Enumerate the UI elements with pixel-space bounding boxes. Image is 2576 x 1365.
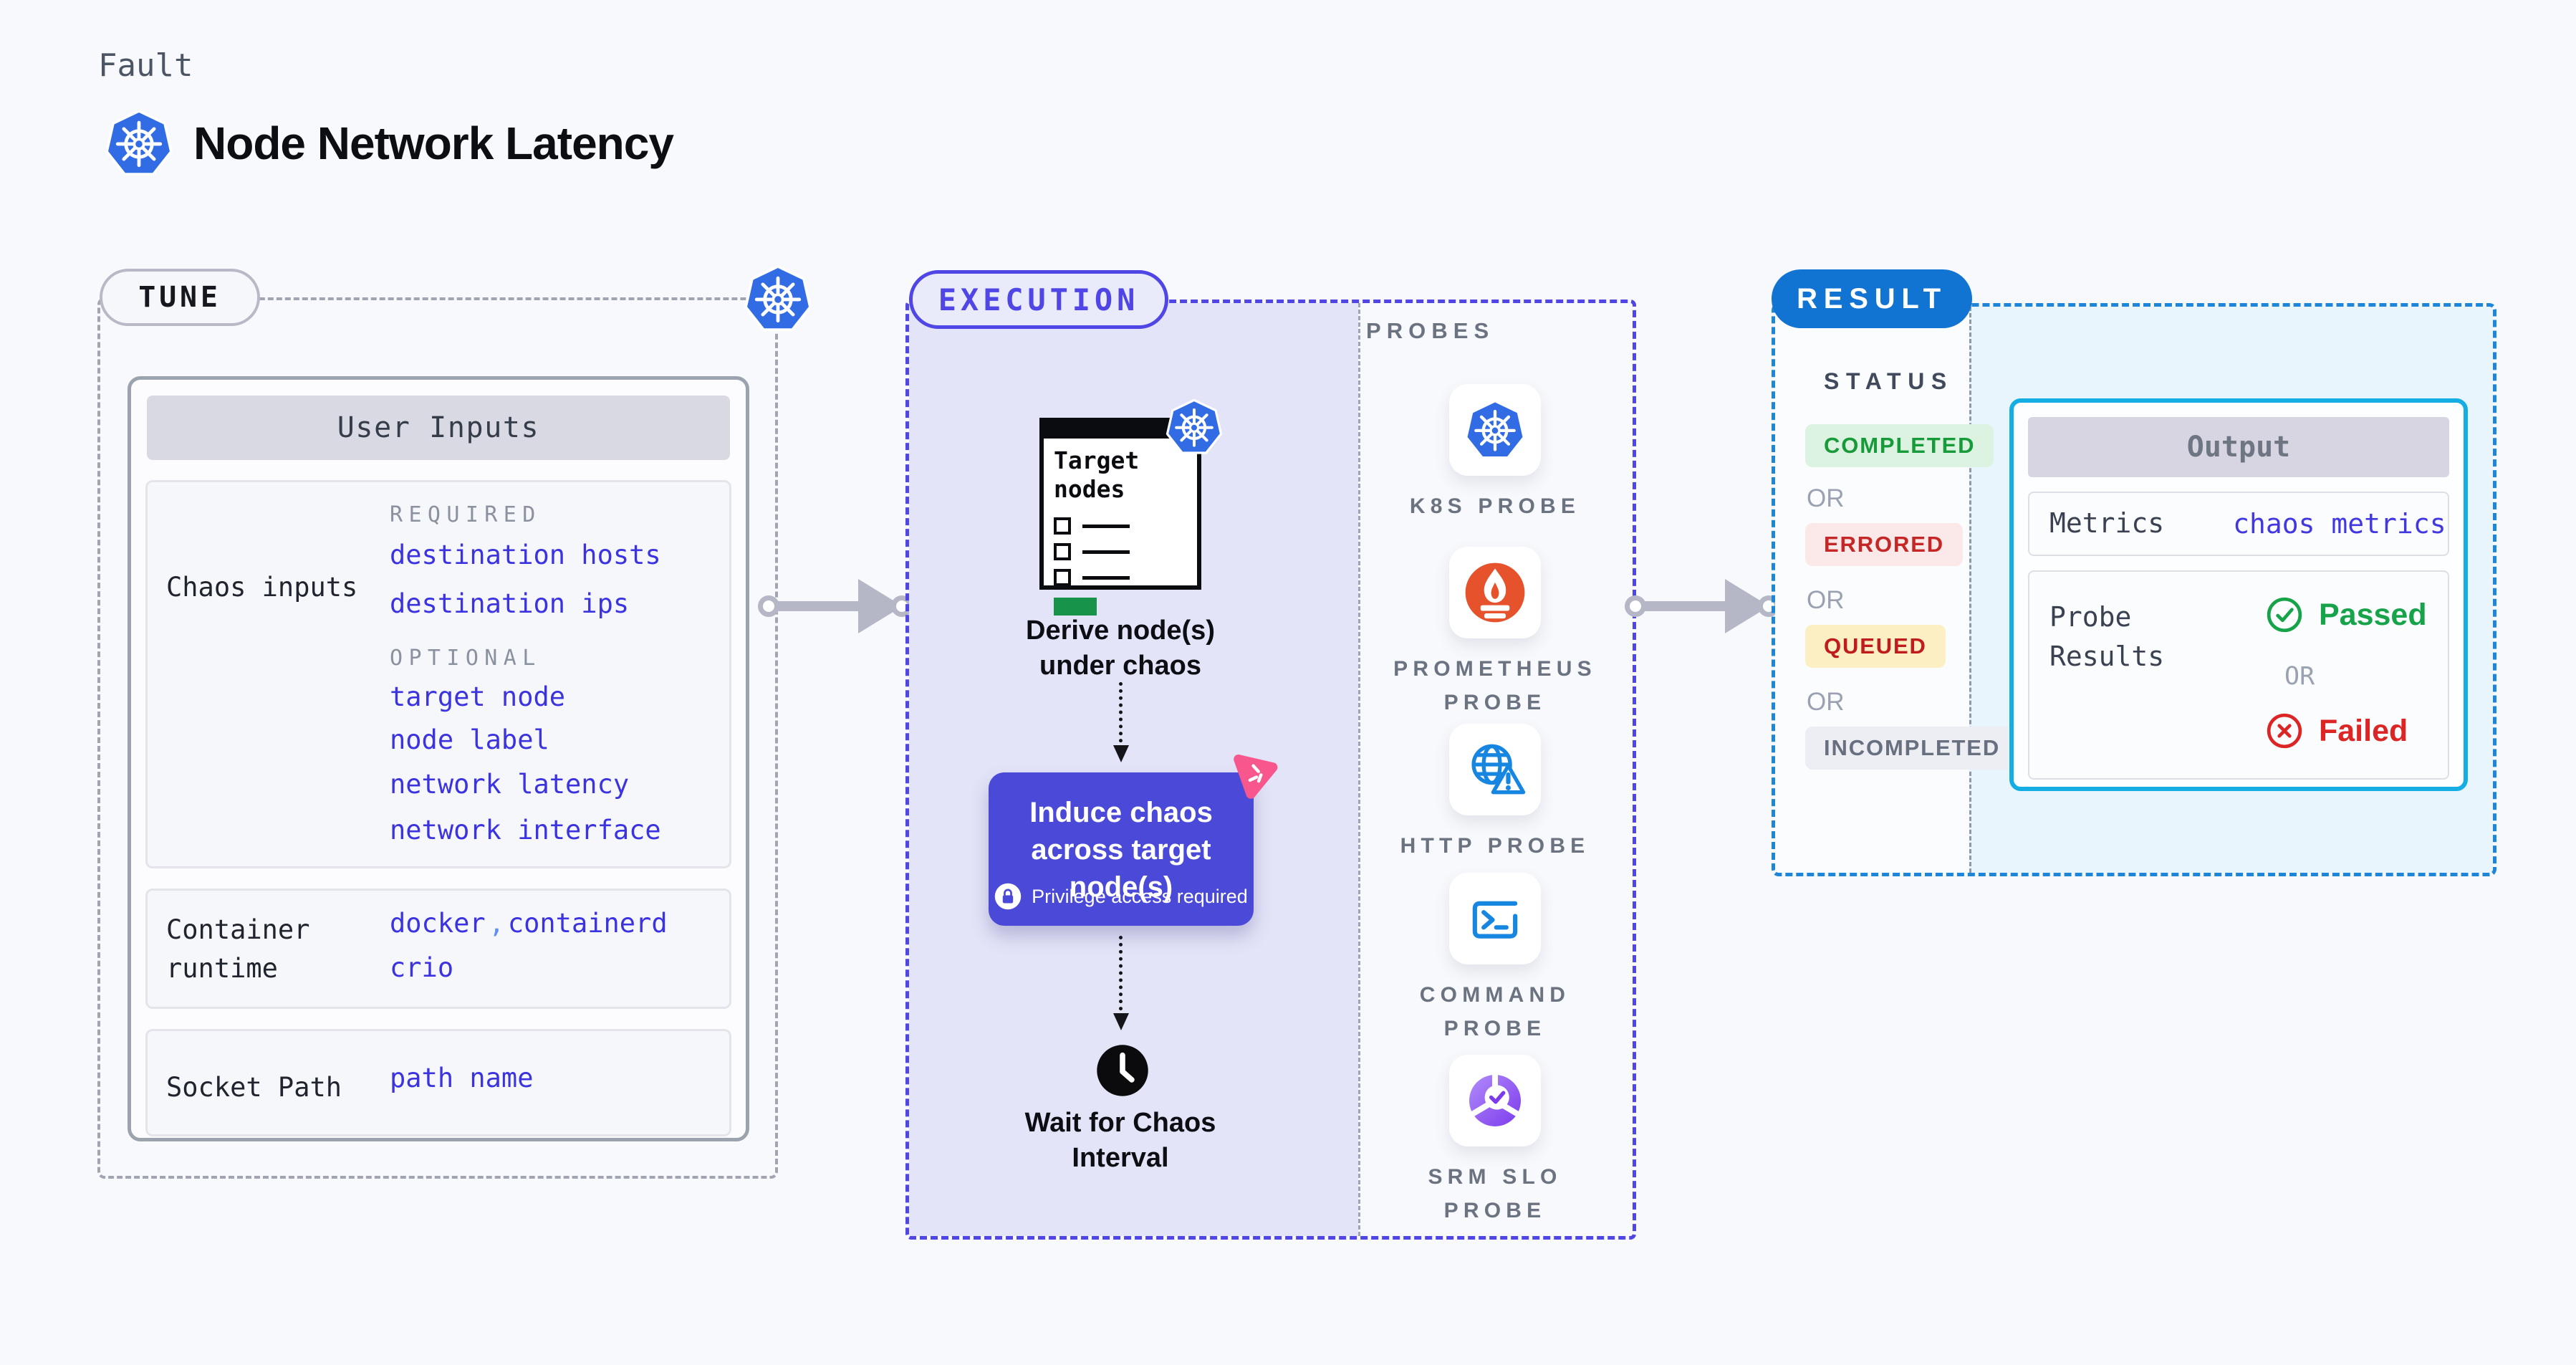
fault-eyebrow: Fault — [98, 47, 193, 84]
flow-arrow-down — [1113, 936, 1129, 1030]
tune-pill: TUNE — [100, 269, 260, 326]
litmus-chaos-icon — [1224, 743, 1284, 803]
tune-to-execution-arrow — [758, 573, 913, 639]
input-link[interactable]: node label — [390, 724, 549, 755]
globe-warning-icon — [1464, 738, 1527, 801]
status-badge-incompleted: INCOMPLETED — [1805, 727, 2019, 770]
progress-bar — [1054, 598, 1097, 616]
kubernetes-icon — [105, 109, 173, 178]
probes-heading: PROBES — [1366, 318, 1495, 343]
lock-icon — [994, 883, 1022, 910]
output-title: Output — [2028, 417, 2449, 477]
chaos-metrics-link[interactable]: chaos metrics — [2233, 508, 2446, 540]
execution-to-result-arrow — [1625, 573, 1779, 639]
metrics-row: Metrics chaos metrics — [2028, 492, 2449, 556]
failed-label: Failed — [2319, 713, 2408, 748]
passed-result: Passed — [2266, 596, 2427, 633]
socket-path-value[interactable]: path name — [390, 1063, 534, 1093]
input-link[interactable]: destination hosts — [390, 540, 661, 570]
failed-result: Failed — [2266, 712, 2408, 749]
probe-item-prometheus: PROMETHEUS PROBE — [1358, 547, 1632, 719]
probe-name: K8S PROBE — [1409, 494, 1581, 518]
probe-item-http: HTTP PROBE — [1358, 724, 1632, 863]
input-link[interactable]: network latency — [390, 769, 630, 800]
checkbox-icon — [1054, 569, 1071, 587]
or-label: OR — [2284, 662, 2315, 691]
probes-divider — [1358, 303, 1360, 1236]
or-label: OR — [1807, 688, 1845, 716]
probe-item-k8s: K8S PROBE — [1358, 384, 1632, 524]
input-link[interactable]: destination ips — [390, 588, 630, 619]
status-badge-errored: ERRORED — [1805, 523, 1964, 566]
target-card-title: Target nodes — [1054, 446, 1140, 503]
chaos-inputs-label: Chaos inputs — [166, 572, 358, 603]
passed-label: Passed — [2319, 597, 2427, 632]
probe-name: SRM SLO PROBE — [1428, 1165, 1562, 1222]
induce-step-label: Induce chaos across target node(s) — [1029, 797, 1213, 903]
kubernetes-icon — [1166, 398, 1223, 456]
required-heading: REQUIRED — [390, 502, 542, 527]
probe-name: PROMETHEUS PROBE — [1393, 657, 1597, 714]
checkbox-icon — [1054, 543, 1071, 561]
x-circle-icon — [2266, 712, 2303, 749]
status-badge-queued: QUEUED — [1805, 625, 1946, 668]
probe-item-srm-slo: SRM SLO PROBE — [1358, 1055, 1632, 1227]
privilege-note: Privilege access required — [989, 883, 1254, 910]
kubernetes-icon — [744, 264, 812, 333]
probe-name: COMMAND PROBE — [1419, 983, 1571, 1040]
result-divider — [1969, 307, 1971, 873]
probe-card[interactable] — [1449, 1055, 1541, 1146]
or-label: OR — [1807, 484, 1845, 512]
execution-pill: EXECUTION — [909, 270, 1168, 329]
probe-card[interactable] — [1449, 724, 1541, 815]
chaos-inputs-row: Chaos inputs REQUIRED destination hosts … — [145, 480, 731, 868]
runtime-value[interactable]: docker — [390, 908, 486, 939]
output-card: Output Metrics chaos metrics Probe Resul… — [2009, 398, 2468, 791]
clock-icon — [1095, 1043, 1150, 1098]
socket-path-label: Socket Path — [166, 1072, 342, 1103]
probe-results-label: Probe Results — [2049, 601, 2165, 673]
input-link[interactable]: network interface — [390, 815, 661, 846]
node-checkbox-row — [1044, 543, 1197, 561]
node-checkbox-row — [1044, 569, 1197, 587]
derive-step-label: Derive node(s) under chaos — [1026, 616, 1215, 681]
socket-path-row: Socket Path path name — [145, 1029, 731, 1136]
probe-card[interactable] — [1449, 873, 1541, 964]
page-header: Node Network Latency — [105, 109, 674, 178]
probe-card[interactable] — [1449, 384, 1541, 476]
probe-item-command: COMMAND PROBE — [1358, 873, 1632, 1045]
optional-heading: OPTIONAL — [390, 646, 542, 671]
status-panel — [1775, 307, 1969, 873]
wait-step-label: Wait for Chaos Interval — [1024, 1108, 1216, 1174]
runtime-separator: , — [489, 908, 505, 939]
result-pill: RESULT — [1772, 269, 1972, 328]
slo-pie-check-icon — [1463, 1068, 1527, 1133]
user-inputs-title: User Inputs — [147, 396, 730, 460]
tune-section — [97, 297, 778, 1179]
kubernetes-icon — [1464, 399, 1526, 461]
metrics-label: Metrics — [2049, 507, 2165, 540]
runtime-value[interactable]: containerd — [507, 908, 668, 939]
status-badge-completed: COMPLETED — [1805, 424, 1994, 467]
or-label: OR — [1807, 586, 1845, 614]
induce-chaos-box: Induce chaos across target node(s) Privi… — [989, 772, 1254, 926]
container-runtime-row: Container runtime docker , containerd cr… — [145, 889, 731, 1009]
user-inputs-card: User Inputs Chaos inputs REQUIRED destin… — [128, 376, 749, 1141]
probe-card[interactable] — [1449, 547, 1541, 638]
page-title: Node Network Latency — [193, 118, 674, 169]
check-circle-icon — [2266, 596, 2303, 633]
privilege-note-text: Privilege access required — [1032, 885, 1248, 907]
probe-name: HTTP PROBE — [1400, 834, 1590, 858]
checkbox-icon — [1054, 517, 1071, 535]
container-runtime-label: Container runtime — [166, 914, 310, 984]
node-checkbox-row — [1044, 517, 1197, 535]
prometheus-icon — [1464, 561, 1527, 624]
probe-results-row: Probe Results Passed OR Failed — [2028, 570, 2449, 780]
status-heading: STATUS — [1824, 368, 1953, 394]
input-link[interactable]: target node — [390, 681, 566, 712]
flow-arrow-down — [1113, 682, 1129, 762]
runtime-value[interactable]: crio — [390, 952, 454, 983]
terminal-icon — [1464, 887, 1527, 950]
